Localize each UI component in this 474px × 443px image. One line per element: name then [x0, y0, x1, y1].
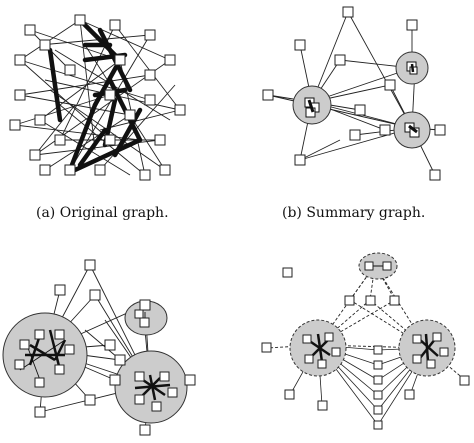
panel-original-graph: [9, 14, 186, 181]
caption-summary-graph: (b) Summary graph.: [282, 205, 426, 221]
caption-original-graph: (a) Original graph.: [36, 205, 169, 221]
nodes: [262, 6, 446, 181]
nodes: [14, 259, 196, 436]
cluster-internals: [304, 61, 420, 138]
panel-bottom-right: [261, 252, 470, 430]
panel-summary-graph: [262, 6, 446, 181]
edges-thick: [47, 17, 143, 173]
edges: [267, 11, 441, 176]
nodes: [261, 261, 470, 430]
panel-bottom-left: [2, 259, 196, 436]
nodes: [9, 14, 186, 181]
